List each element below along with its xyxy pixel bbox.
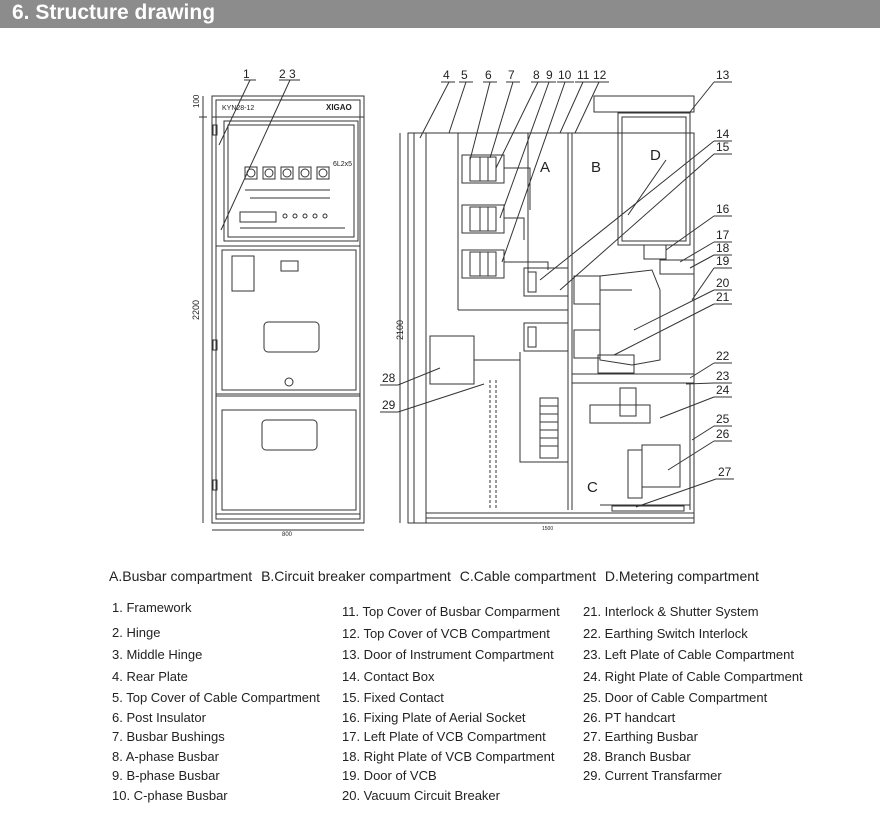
front-frame [211,95,365,524]
legend-item: 29. Current Transfarmer [583,768,722,783]
legend-item: 7. Busbar Bushings [112,729,225,744]
legend-column-3: 21. Interlock & Shutter System 22. Earth… [583,602,803,786]
callout-4: 4 [443,68,450,82]
legend-item: 19. Door of VCB [342,768,437,783]
legend-item: 25. Door of Cable Compartment [583,690,768,705]
legend-item: 15. Fixed Contact [342,690,444,705]
legend-item: 28. Branch Busbar [583,748,691,764]
instrument-door [223,120,359,242]
breaker-door [215,245,361,395]
legend-item: 5. Top Cover of Cable Compartment [112,690,320,705]
legend-item: 11. Top Cover of Busbar Comparment [342,604,560,619]
current-transformer [539,397,559,459]
callout-24: 24 [716,383,730,397]
structure-drawing: KYN28-12 XIGAO 6L2x5 10 [191,67,734,538]
dim-top: 100 [192,94,201,108]
dim-side-height: 2100 [395,320,405,340]
cable-door [215,395,361,515]
compartment-captions: A.Busbar compartment B.Circuit breaker c… [109,568,764,584]
legend-column-1: 1. Framework 2. Hinge 3. Middle Hinge 4.… [112,598,320,805]
callout-10: 10 [558,68,572,82]
callout-23: 23 [716,369,730,383]
callout-1: 1 [243,67,250,81]
callout-29: 29 [382,398,396,412]
legend-item: 18. Right Plate of VCB Compartment [342,748,555,764]
callout-14: 14 [716,127,730,141]
leader-lines [380,81,734,508]
legend-item: 4. Rear Plate [112,668,188,684]
callout-22: 22 [716,349,730,363]
legend-item: 24. Right Plate of Cable Compartment [583,668,803,684]
panel-note: 6L2x5 [333,161,352,168]
dim-height: 2200 [191,300,201,320]
branch-busbar [429,335,475,385]
legend-item: 10. C-phase Busbar [112,787,228,803]
legend-item: 12. Top Cover of VCB Compartment [342,625,550,641]
callout-15: 15 [716,140,730,154]
callout-20: 20 [716,276,730,290]
compartment-b: B [591,159,601,176]
callout-7: 7 [508,68,515,82]
caption-cable: C.Cable compartment [459,568,596,584]
callout-5: 5 [461,68,468,82]
legend-item: 21. Interlock & Shutter System [583,604,759,619]
callout-11: 11 [577,68,590,82]
legend-item: 16. Fixing Plate of Aerial Socket [342,709,526,725]
caption-breaker: B.Circuit breaker compartment [261,568,451,584]
legend-item: 23. Left Plate of Cable Compartment [583,647,795,662]
legend-item: 14. Contact Box [342,668,435,684]
callout-6: 6 [485,68,492,82]
callout-21: 21 [716,290,730,304]
legend-item: 13. Door of Instrument Compartment [342,647,554,662]
dim-width: 800 [282,532,293,538]
callout-2-3: 2 3 [279,67,296,81]
legend-item: 22. Earthing Switch Interlock [583,625,748,641]
front-view: KYN28-12 XIGAO 6L2x5 10 [191,79,365,538]
contact-box-upper [523,267,569,297]
compartment-a: A [540,159,550,176]
callout-18: 18 [716,241,730,255]
callout-25: 25 [716,412,730,426]
legend-item: 3. Middle Hinge [112,647,203,662]
legend-item: 1. Framework [112,600,192,615]
callout-26: 26 [716,427,730,441]
section-header: 6. Structure drawing [0,0,880,28]
legend-item: 6. Post Insulator [112,709,206,725]
front-model: KYN28-12 [222,105,254,112]
callouts: 1 2 3 4 5 6 7 8 9 10 11 12 13 14 15 16 1… [243,67,732,479]
vacuum-circuit-breaker [599,269,661,366]
dim-depth: 1500 [542,526,553,532]
legend-column-2: 11. Top Cover of Busbar Comparment 12. T… [342,602,560,805]
legend-item: 17. Left Plate of VCB Compartment [342,729,546,744]
side-view: A B D C 2100 1500 [395,95,695,532]
legend-item: 20. Vacuum Circuit Breaker [342,787,500,803]
compartment-d: D [650,147,661,164]
rear-plate [407,132,427,524]
callout-8: 8 [533,68,540,82]
callout-9: 9 [546,68,553,82]
legend-item: 9. B-phase Busbar [112,768,220,783]
legend-item: 27. Earthing Busbar [583,729,698,744]
compartment-c: C [587,479,598,496]
callout-17: 17 [716,228,730,242]
legend-item: 2. Hinge [112,624,161,640]
callout-28: 28 [382,371,396,385]
callout-16: 16 [716,202,730,216]
side-enclosure [425,132,695,524]
front-brand: XIGAO [326,103,352,112]
callout-19: 19 [716,254,730,268]
caption-busbar: A.Busbar compartment [109,568,253,584]
callout-27: 27 [718,465,732,479]
contact-box-lower [523,322,569,352]
section-title: 6. Structure drawing [12,1,216,24]
callout-12: 12 [593,68,607,82]
legend-item: 8. A-phase Busbar [112,748,219,764]
callout-13: 13 [716,68,730,82]
legend-item: 26. PT handcart [583,709,676,725]
caption-metering: D.Metering compartment [604,568,759,584]
